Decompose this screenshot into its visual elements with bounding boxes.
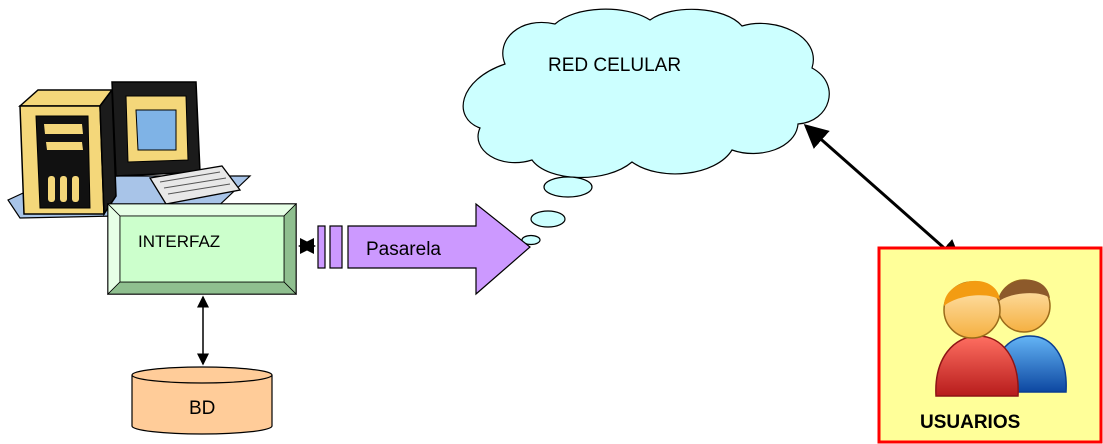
users-panel: USUARIOS — [877, 246, 1103, 444]
users-icon — [935, 279, 1067, 397]
database-body — [131, 375, 273, 435]
interface-bevel-inner — [119, 215, 285, 283]
database-label: BD — [189, 398, 215, 419]
cloud-trail-bubble-1 — [543, 176, 593, 198]
interface-label: INTERFAZ — [138, 232, 220, 251]
cloud-trail-bubble-2 — [530, 210, 566, 228]
cloud-shape — [462, 8, 830, 179]
database-cylinder: BD — [131, 366, 273, 435]
cloud-label: RED CELULAR — [548, 55, 681, 76]
gateway-stripe-1 — [317, 225, 326, 269]
gateway-label: Pasarela — [366, 239, 441, 260]
users-label: USUARIOS — [920, 412, 1020, 433]
desktop-computer-icon — [7, 81, 252, 219]
network-cloud: RED CELULAR — [462, 8, 830, 246]
cloud-users-connector — [803, 124, 963, 264]
gateway-arrow: Pasarela — [317, 202, 531, 296]
gateway-stripe-2 — [329, 225, 343, 269]
interface-box: INTERFAZ — [107, 203, 297, 295]
database-top — [131, 366, 273, 384]
gateway-arrow-body — [347, 202, 531, 296]
